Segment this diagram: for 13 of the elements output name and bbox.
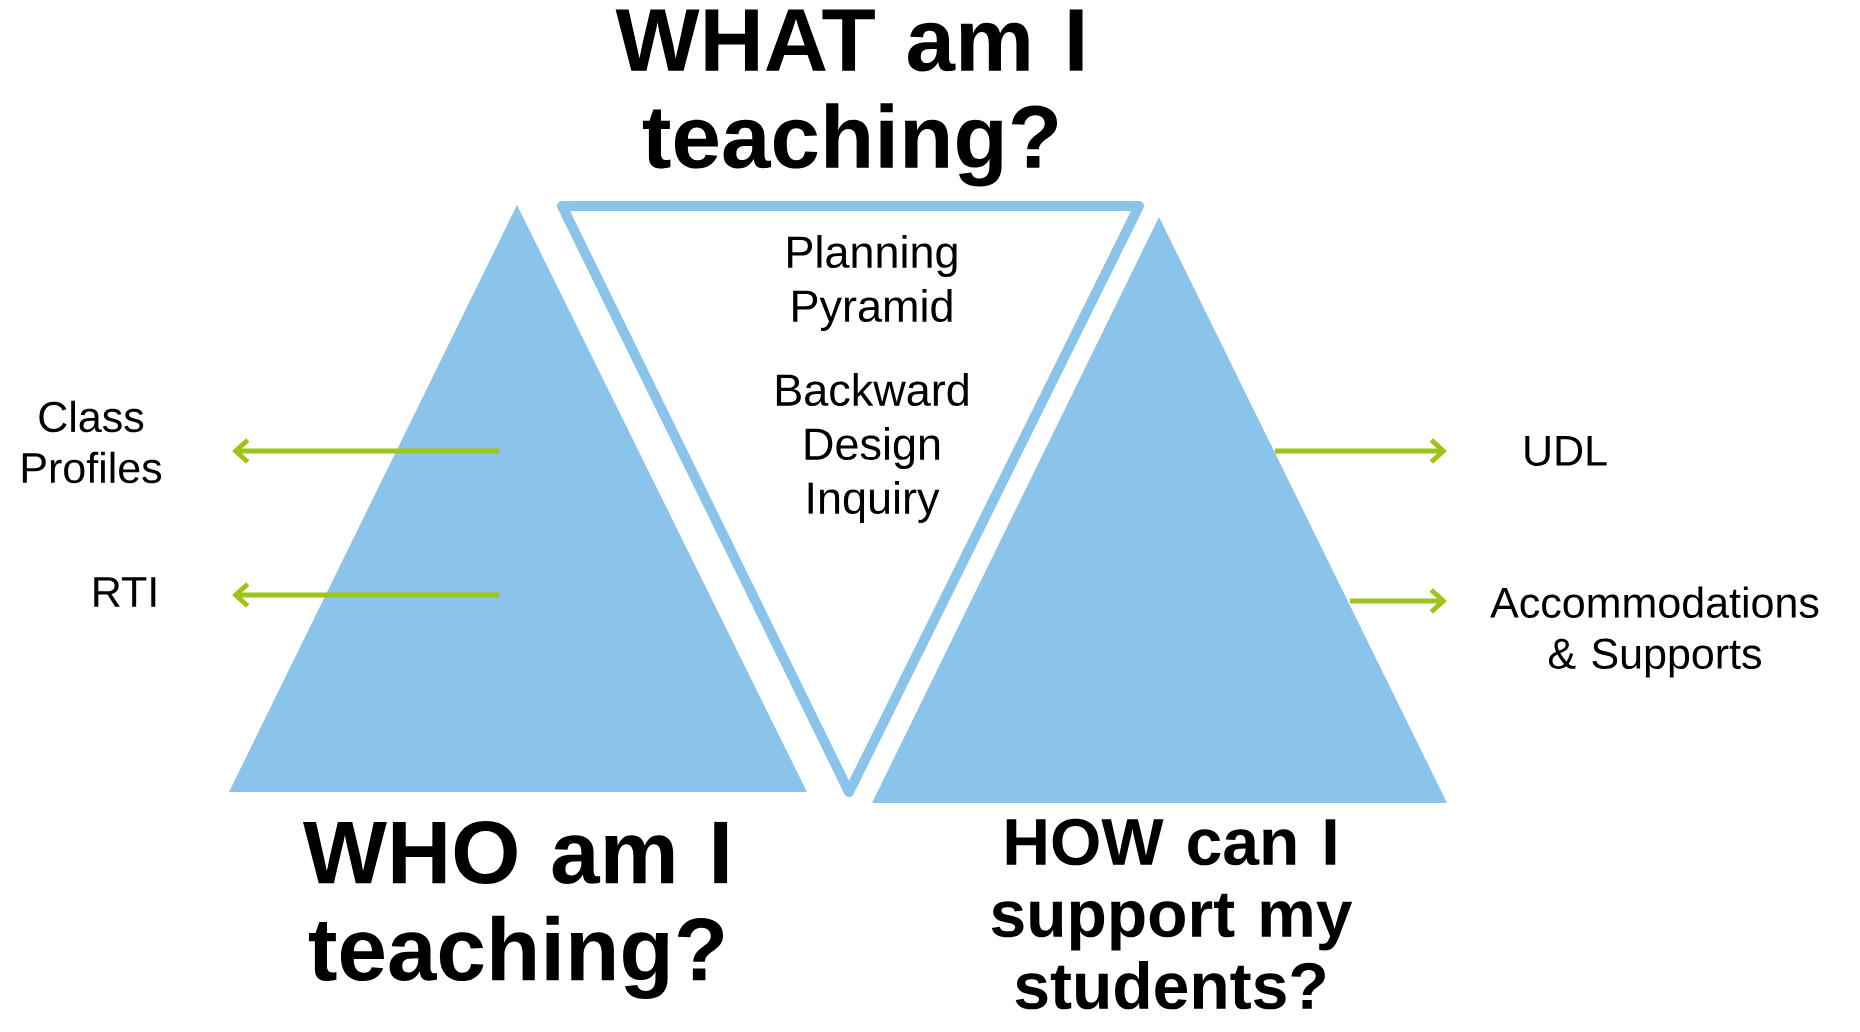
- side-label: Accommodations & Supports: [1490, 586, 1819, 678]
- heading: HOW can I support my students?: [991, 818, 1353, 1010]
- triangle-text: Planning Pyramid: [788, 235, 957, 331]
- triangle-text: Backward Design Inquiry: [776, 373, 968, 523]
- side-label: RTI: [94, 577, 156, 607]
- arrow: [232, 438, 499, 464]
- arrow: [1350, 588, 1447, 614]
- side-label: UDL: [1525, 436, 1607, 466]
- arrow: [232, 582, 499, 608]
- side-label: Class Profiles: [22, 400, 162, 484]
- heading: WHAT am I teaching?: [615, 9, 1083, 187]
- heading: WHO am I teaching?: [303, 821, 728, 999]
- arrow: [1275, 438, 1447, 464]
